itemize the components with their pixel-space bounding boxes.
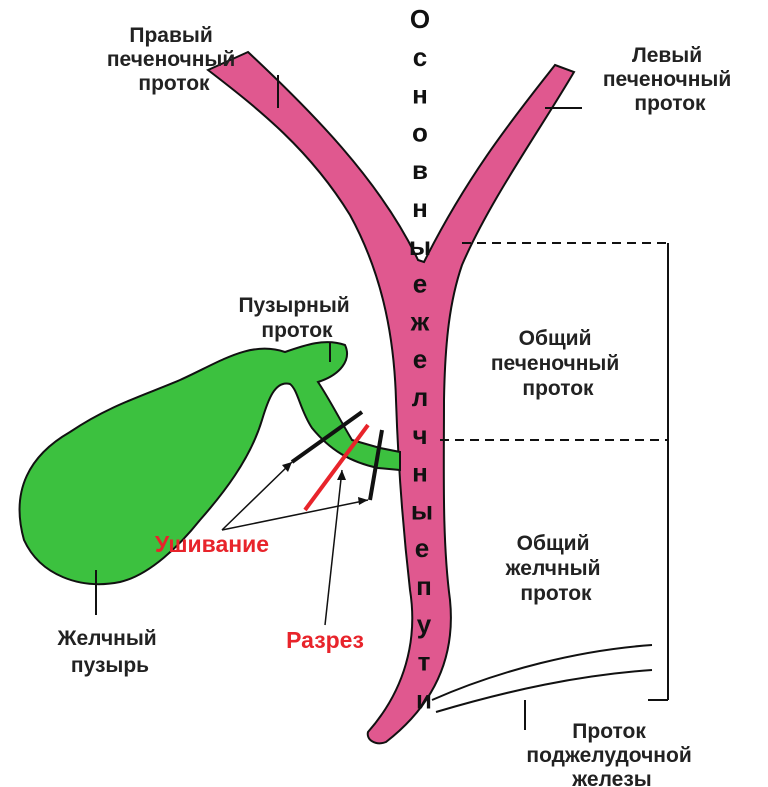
vertical-title-letter: ы bbox=[411, 495, 433, 525]
label-pancreatic-duct: Проток поджелудочной железы bbox=[526, 720, 697, 787]
arrow-head bbox=[337, 470, 346, 480]
label-ligation: Ушивание bbox=[155, 531, 269, 557]
vertical-title-letter: е bbox=[415, 533, 429, 563]
bile-duct bbox=[206, 50, 576, 745]
vertical-title-letter: ж bbox=[410, 306, 430, 336]
pancreatic-duct-line bbox=[431, 644, 653, 701]
ligation-mark bbox=[290, 410, 364, 464]
vertical-title-letter: н bbox=[412, 193, 428, 223]
pointer-line bbox=[324, 469, 343, 626]
vertical-title-letter: о bbox=[412, 117, 428, 147]
arrow-head bbox=[282, 462, 292, 472]
vertical-title-letter: е bbox=[413, 344, 427, 374]
vertical-title-letter: с bbox=[413, 42, 427, 72]
gallbladder bbox=[18, 341, 401, 586]
vertical-title-letter: ы bbox=[409, 231, 431, 261]
label-left-hepatic: Левый печеночный проток bbox=[603, 44, 737, 115]
vertical-title-letter: н bbox=[412, 80, 428, 110]
incision-mark bbox=[303, 423, 370, 512]
vertical-title-letter: т bbox=[418, 647, 431, 677]
label-common-bile: Общий желчный проток bbox=[505, 532, 607, 605]
vertical-title-letter: п bbox=[416, 571, 432, 601]
vertical-title-letter: и bbox=[416, 684, 432, 714]
vertical-title-letter: у bbox=[417, 609, 432, 639]
pointer-line bbox=[221, 499, 369, 531]
vertical-title-letter: О bbox=[410, 4, 430, 34]
pancreatic-duct-line bbox=[435, 669, 653, 713]
label-right-hepatic: Правый печеночный проток bbox=[107, 24, 241, 95]
vertical-title-letter: в bbox=[412, 155, 428, 185]
ligation-mark bbox=[368, 429, 384, 501]
vertical-title-letter: е bbox=[413, 269, 427, 299]
vertical-title-letter: л bbox=[412, 382, 429, 412]
vertical-title-letter: н bbox=[412, 458, 428, 488]
label-cystic-duct: Пузырный проток bbox=[238, 294, 355, 342]
label-gallbladder: Желчный пузырь bbox=[56, 627, 162, 677]
arrow-head bbox=[358, 497, 368, 505]
pointer-line bbox=[221, 461, 293, 531]
vertical-title-letter: ч bbox=[412, 420, 427, 450]
label-incision: Разрез bbox=[286, 627, 364, 653]
label-common-hepatic: Общий печеночный проток bbox=[491, 327, 625, 400]
